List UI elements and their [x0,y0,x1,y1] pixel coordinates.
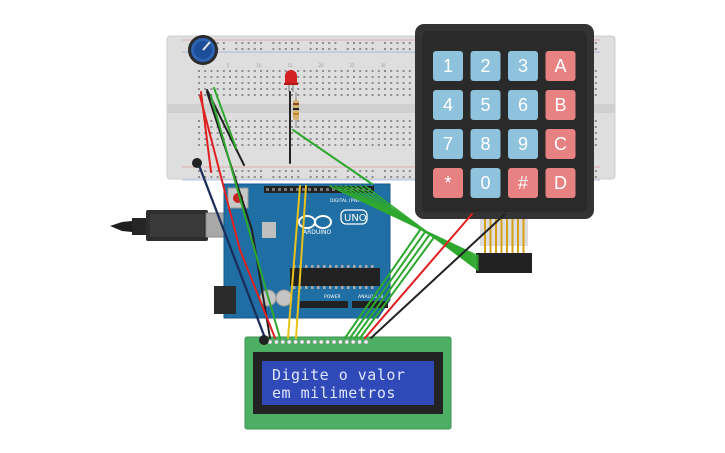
junction-dot-2 [259,335,269,345]
arduino-logo: ARDUINO [298,215,332,236]
wire-lcd-vcc [364,213,473,339]
keypad-key-5[interactable]: 5 [470,90,501,120]
wires [195,87,506,340]
keypad-key-1[interactable]: 1 [433,51,463,81]
bb-col-10: 10 [256,63,262,68]
keypad-key-label: B [554,95,566,115]
arduino-brand-label: ARDUINO [303,229,332,236]
keypad-key-label: 6 [518,95,528,115]
analog-header [352,301,388,308]
bb-col-20: 20 [318,63,324,68]
keypad-key-3[interactable]: 3 [508,51,538,81]
power-jack [214,286,236,314]
lcd-screen [262,361,434,405]
keypad-key-label: 2 [480,56,490,76]
keypad-connector [476,253,532,273]
wire-lcd-gnd [370,213,506,339]
keypad-key-9[interactable]: 9 [508,129,538,159]
keypad-key-label: # [518,173,528,193]
bb-col-25: 25 [349,63,355,68]
junction-dot-1 [192,158,202,168]
keypad-key-label: 8 [480,134,490,154]
keypad-key-hash[interactable]: # [508,168,538,198]
uno-badge [340,209,368,225]
arduino-model-label: UNO [344,213,367,224]
crystal [262,222,276,238]
breadboard-column-numbers: 1 5 10 15 20 25 30 [202,63,386,68]
lcd-line-1: Digite o valor [272,366,405,384]
power-label: POWER [324,294,341,300]
bb-col-30: 30 [380,63,386,68]
red-led[interactable] [284,70,298,92]
keypad-key-7[interactable]: 7 [433,129,463,159]
wire-led-green [292,129,373,185]
keypad-key-b[interactable]: B [545,90,576,120]
keypad-key-label: C [554,134,567,154]
keypad-key-a[interactable]: A [545,51,576,81]
bb-col-15: 15 [287,63,293,68]
keypad-key-label: * [444,173,451,193]
power-header [300,301,348,308]
keypad-key-star[interactable]: * [433,168,463,198]
wire-gnd-darkblue [195,158,267,340]
keypad-key-label: 9 [518,134,528,154]
lcd-line-2: em milimetros [272,384,396,402]
analog-label: ANALOG IN [358,294,383,300]
keypad-4x4[interactable]: 1 2 3 A 4 5 6 B 7 8 9 C * 0 # D [415,24,594,273]
bb-col-1: 1 [202,63,205,68]
keypad-keys[interactable]: 1 2 3 A 4 5 6 B 7 8 9 C * 0 # D [433,51,576,198]
wire-lcd-data-2 [349,231,426,339]
keypad-key-label: 1 [443,56,453,76]
keypad-key-2[interactable]: 2 [470,51,501,81]
wire-lcd-data-1 [344,229,421,339]
keypad-key-label: D [554,173,567,193]
lcd-header-pins [267,339,369,345]
digital-label: DIGITAL (PWM~) [330,198,368,204]
wire-lcd-red [199,95,276,339]
bb-col-5: 5 [227,63,230,68]
potentiometer[interactable] [188,35,218,65]
wire-lcd-data-4 [359,235,436,339]
keypad-key-c[interactable]: C [545,129,576,159]
lcd-16x2: Digite o valor em milimetros [244,336,452,430]
wire-lcd-yellow-2 [295,185,307,339]
keypad-key-d[interactable]: D [545,168,576,198]
wire-pot-green [213,87,237,149]
wire-lcd-data-3 [354,233,431,339]
wire-lcd-yellow-1 [287,185,301,339]
keypad-key-label: 4 [443,95,453,115]
usb-cable [110,210,233,241]
keypad-key-0[interactable]: 0 [470,168,501,198]
capacitor-2 [275,289,293,307]
keypad-key-6[interactable]: 6 [508,90,538,120]
atmega-chip [290,268,380,286]
keypad-key-8[interactable]: 8 [470,129,501,159]
keypad-key-label: 5 [480,95,490,115]
keypad-key-label: 7 [443,134,453,154]
wire-lcd-green [210,95,281,339]
digital-header [264,186,374,193]
keypad-key-label: 3 [518,56,528,76]
resistor[interactable] [293,92,299,128]
keypad-key-label: 0 [480,173,490,193]
keypad-key-label: A [554,56,566,76]
keypad-key-4[interactable]: 4 [433,90,463,120]
breadboard-center-gap [167,104,615,113]
